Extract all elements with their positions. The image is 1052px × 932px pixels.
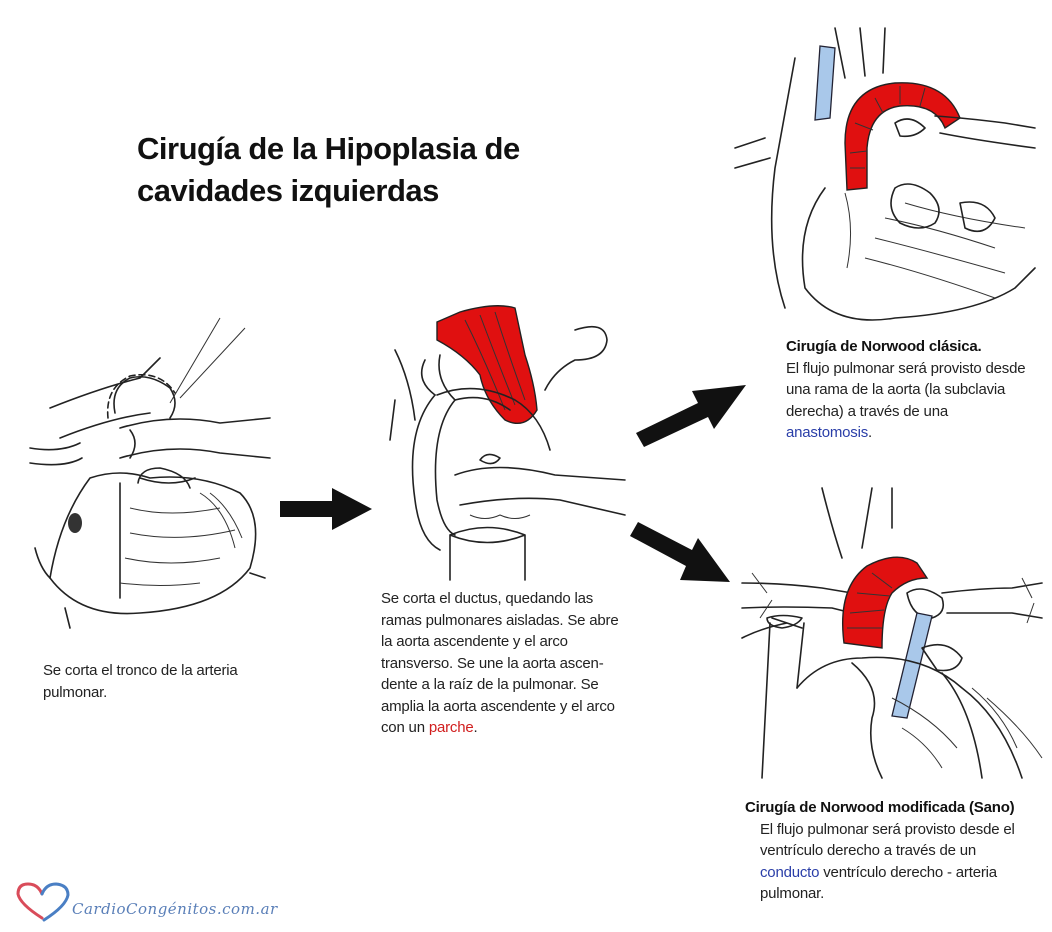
arrow-right-icon xyxy=(280,488,372,530)
anastomosis-highlight: anastomosis xyxy=(786,424,869,441)
illustration-aorta-patch xyxy=(389,305,626,581)
caption-step-1: Se corta el tronco de la arteria pulmona… xyxy=(43,660,273,703)
shunt-shape xyxy=(814,45,836,121)
caption-norwood-sano: Cirugía de Norwood modificada (Sano) El … xyxy=(745,797,1045,905)
arrow-down-right-icon xyxy=(630,522,730,582)
page-title: Cirugía de la Hipoplasia de cavidades iz… xyxy=(137,128,657,212)
illustration-norwood-sano xyxy=(741,487,1043,779)
title-line-1: Cirugía de la Hipoplasia de xyxy=(137,131,520,166)
arrow-up-right-icon xyxy=(636,385,746,447)
heart-icon xyxy=(16,882,70,922)
caption-step-2: Se corta el ductus, quedando las ramas p… xyxy=(381,588,629,739)
norwood-sano-text: El flujo pulmonar será provisto desde el… xyxy=(760,820,1015,860)
norwood-classic-end: . xyxy=(868,424,872,441)
logo-text: CardioCongénitos.com.ar xyxy=(72,900,278,918)
title-line-2: cavidades izquierdas xyxy=(137,173,439,208)
norwood-classic-text: El flujo pulmonar será provisto desde un… xyxy=(786,359,1026,420)
patch-shape xyxy=(436,305,538,424)
norwood-classic-heading: Cirugía de Norwood clásica. xyxy=(786,338,982,355)
conduit-shape xyxy=(891,612,933,719)
caption-step-2-end: . xyxy=(473,719,478,736)
caption-step-2-text: Se corta el ductus, quedando las ramas p… xyxy=(381,590,619,736)
norwood-sano-end: ventrículo derecho - arteria pulmonar. xyxy=(760,863,997,903)
caption-norwood-classic: Cirugía de Norwood clásica. El flujo pul… xyxy=(786,336,1026,444)
illustration-norwood-classic xyxy=(734,27,1036,321)
conduit-highlight: conducto xyxy=(760,863,820,881)
neo-aorta-shape xyxy=(841,556,929,649)
site-logo: CardioCongénitos.com.ar xyxy=(12,880,292,924)
illustration-pulmonary-trunk-cut xyxy=(29,317,271,629)
caption-step-1-text: Se corta el tronco de la arteria pulmona… xyxy=(43,662,238,701)
norwood-sano-body: El flujo pulmonar será provisto desde el… xyxy=(745,819,1030,905)
norwood-sano-heading: Cirugía de Norwood modificada (Sano) xyxy=(745,799,1015,816)
patch-highlight: parche xyxy=(428,719,474,736)
